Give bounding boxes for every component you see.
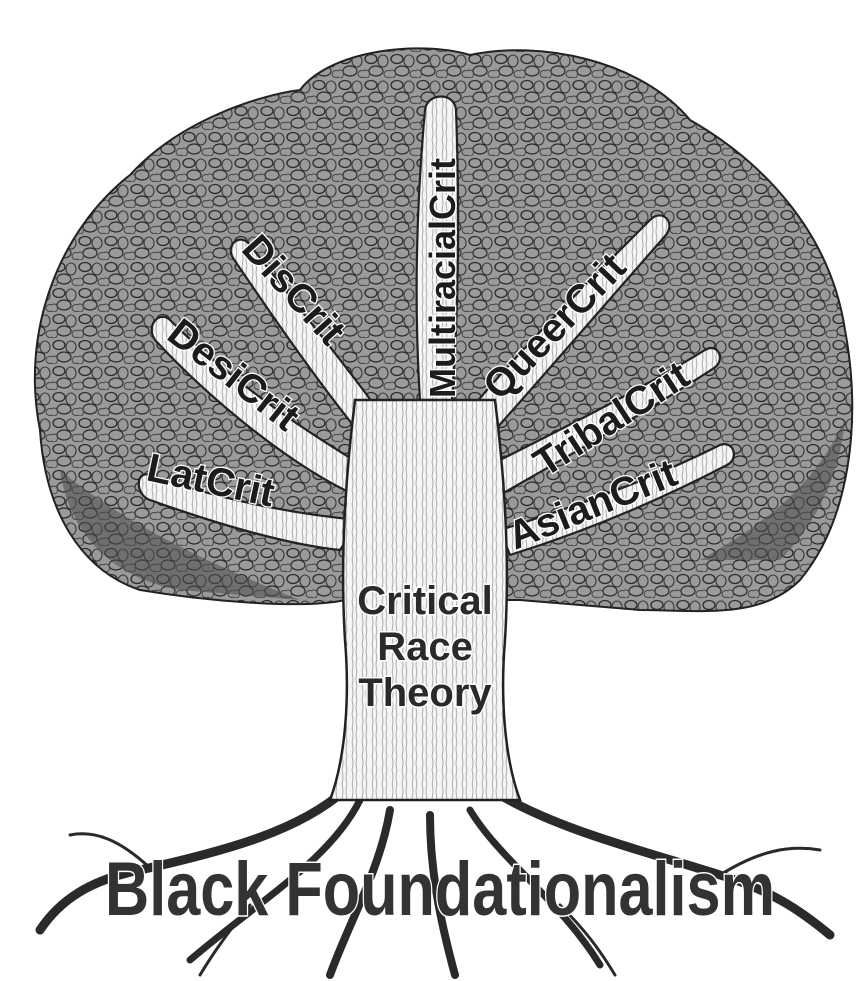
trunk-label-line3: Theory	[358, 671, 492, 715]
trunk	[328, 398, 522, 802]
branch-queercrit	[468, 214, 671, 432]
trunk-label-line2: Race	[377, 625, 473, 669]
roots	[35, 785, 835, 979]
branch-latcrit	[137, 473, 362, 552]
branches	[137, 95, 736, 557]
branch-desicrit	[150, 315, 372, 497]
branch-asiancrit	[498, 443, 736, 557]
roots-label: Black Foundationalism	[105, 847, 775, 932]
trunk-label: Critical Race Theory	[356, 578, 495, 717]
branch-discrit	[229, 238, 387, 442]
branch-multiracialcrit	[415, 95, 460, 402]
trunk-label-line1: Critical	[357, 579, 493, 623]
branch-label-multiracialcrit: MultiracialCrit	[422, 158, 463, 398]
branch-tribalcrit	[478, 347, 721, 497]
